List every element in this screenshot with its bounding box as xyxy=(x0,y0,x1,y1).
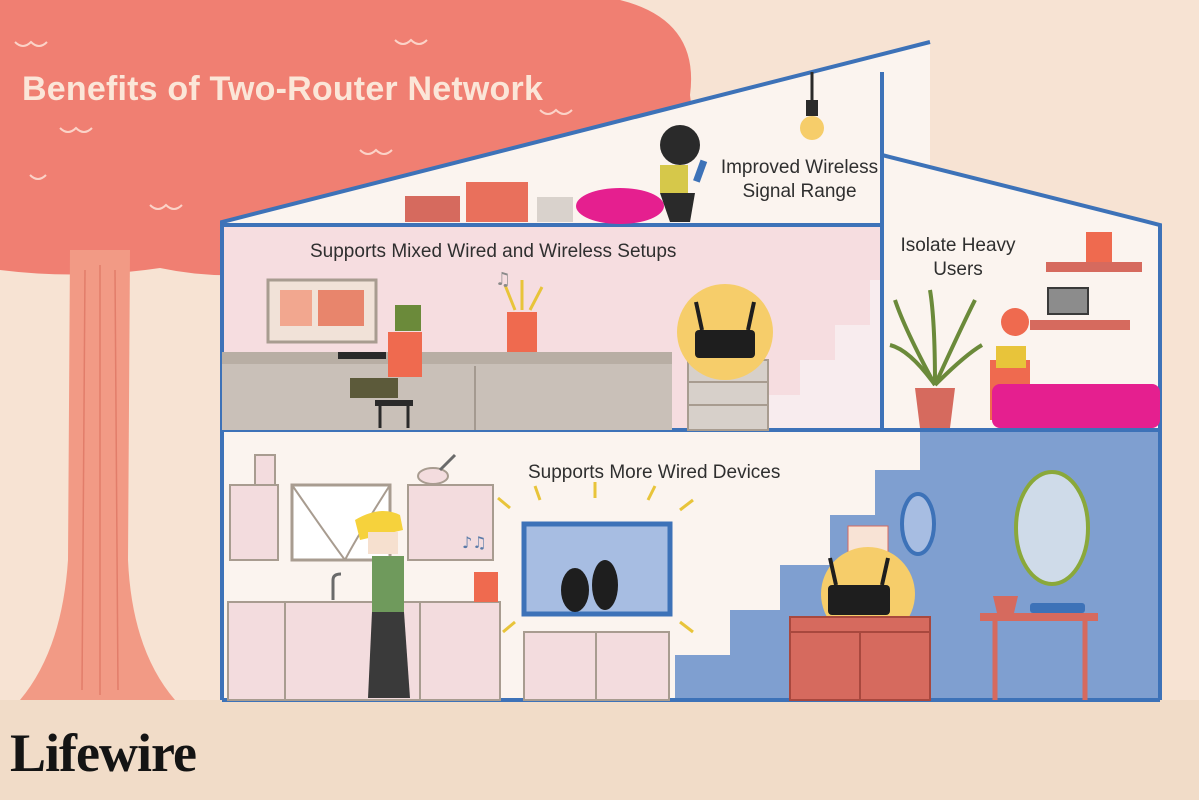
bowl xyxy=(993,596,1018,613)
person-shirt xyxy=(372,556,404,612)
shelf xyxy=(1046,262,1142,272)
label-isolate-heavy-users: Isolate Heavy Users xyxy=(900,235,1016,280)
pot xyxy=(507,312,537,352)
stool xyxy=(375,400,413,406)
label-more-wired-devices: Supports More Wired Devices xyxy=(528,462,781,483)
tablet-icon xyxy=(338,352,386,359)
bed xyxy=(992,384,1160,428)
attic-box xyxy=(537,197,573,222)
phone-icon xyxy=(693,159,708,183)
canopy-squiggles xyxy=(14,38,573,210)
person-hair xyxy=(660,125,700,165)
middle-stairs xyxy=(760,280,882,430)
person-head xyxy=(1001,308,1029,336)
label-improved-wireless-range: Improved Wireless Signal Range xyxy=(720,157,879,202)
tree-trunk xyxy=(20,250,175,700)
lower-cabinets xyxy=(227,601,501,701)
tv-glow-rays xyxy=(497,482,694,634)
laptop-icon xyxy=(1047,287,1089,315)
page-title: Benefits of Two-Router Network xyxy=(22,70,544,108)
plant-pot xyxy=(915,388,955,428)
desk xyxy=(222,352,672,430)
tray xyxy=(1030,603,1085,613)
ground xyxy=(0,700,1199,800)
person-shirt xyxy=(996,346,1026,368)
bowl xyxy=(417,467,449,485)
music-note-icon: ♪♫ xyxy=(462,533,487,552)
router-icon xyxy=(828,585,890,615)
plant-leaves xyxy=(503,280,544,311)
pot xyxy=(1086,232,1112,262)
person-pants xyxy=(368,612,410,698)
shelf xyxy=(1030,320,1130,330)
right-attic-wall xyxy=(882,155,1160,430)
person-legs xyxy=(350,378,398,398)
attic-box xyxy=(405,196,460,222)
pouf xyxy=(576,188,664,224)
person-legs xyxy=(660,193,695,222)
attic-box xyxy=(466,182,528,222)
bulb-socket xyxy=(806,100,818,116)
small-mirror xyxy=(900,492,936,556)
router-icon xyxy=(695,330,755,358)
upper-cabinet xyxy=(407,484,494,561)
faucet xyxy=(331,572,342,600)
house-plant xyxy=(889,289,984,387)
oval-mirror xyxy=(1014,470,1090,586)
person-hair xyxy=(395,305,421,331)
person-shirt xyxy=(388,332,422,377)
label-mixed-setups: Supports Mixed Wired and Wireless Setups xyxy=(310,241,677,262)
person-shirt xyxy=(660,165,688,193)
lifewire-logo: Lifewire xyxy=(10,723,197,783)
upper-cabinet xyxy=(229,484,279,561)
side-table xyxy=(980,613,1098,621)
pot xyxy=(474,572,498,602)
person-head xyxy=(368,532,398,554)
music-note-icon: ♫ xyxy=(495,269,511,290)
lightbulb-icon xyxy=(800,116,824,140)
